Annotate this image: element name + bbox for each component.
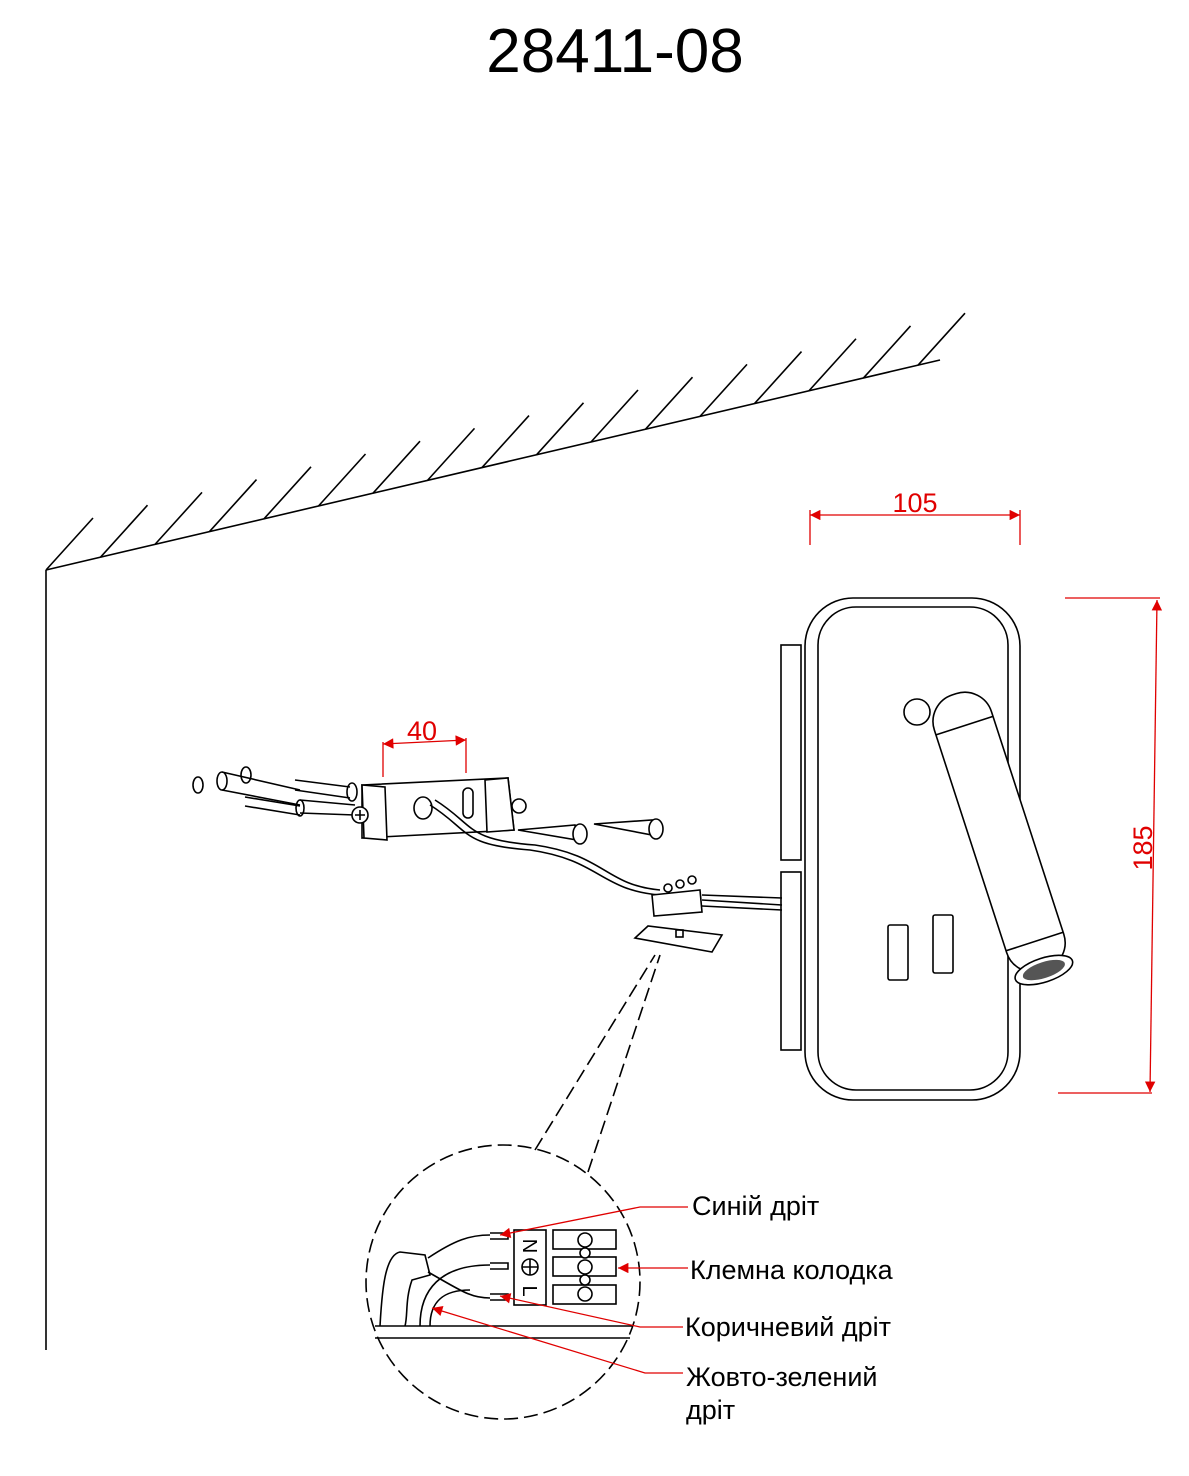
hatch-mark	[862, 325, 912, 379]
hatch-mark	[208, 479, 258, 533]
svg-text:N: N	[518, 1239, 540, 1253]
dimension-185: 185	[1058, 597, 1163, 1094]
hatch-mark	[481, 415, 530, 469]
hatch-mark	[317, 453, 367, 507]
hatch-mark	[535, 402, 585, 456]
svg-text:40: 40	[407, 716, 437, 746]
dimension-105: 105	[809, 488, 1021, 545]
hatch-mark	[426, 427, 476, 481]
svg-text:105: 105	[892, 488, 937, 518]
hatch-mark	[699, 363, 748, 417]
hatch-mark	[590, 389, 639, 443]
switch-left	[887, 924, 909, 981]
callout-blue-wire: Синій дріт	[692, 1191, 819, 1221]
hatch-mark	[372, 440, 421, 494]
hatch-mark	[917, 312, 966, 366]
callout-brown-wire: Коричневий дріт	[685, 1312, 891, 1342]
callout-terminal-block: Клемна колодка	[690, 1255, 894, 1285]
callout-yellow-green-wire: Жовто-зелений	[686, 1362, 878, 1392]
switch-right	[932, 914, 954, 974]
hatch-mark	[45, 517, 94, 571]
hatch-mark	[154, 491, 203, 545]
callout-yellow-green-wire-2: дріт	[686, 1395, 735, 1425]
mounting-hardware	[192, 766, 783, 953]
hatch-mark	[644, 376, 694, 430]
svg-text:L: L	[518, 1285, 540, 1296]
wall-lamp	[780, 597, 1074, 1101]
wiring-detail: N L	[365, 954, 688, 1420]
hatch-mark	[753, 351, 803, 405]
hatch-mark	[263, 466, 312, 520]
hatch-mark	[808, 338, 857, 392]
hatch-mark	[99, 504, 149, 558]
svg-text:185: 185	[1128, 825, 1158, 870]
model-title: 28411-08	[486, 17, 743, 86]
ceiling-hatch	[45, 312, 966, 571]
dimension-40: 40	[382, 716, 467, 777]
